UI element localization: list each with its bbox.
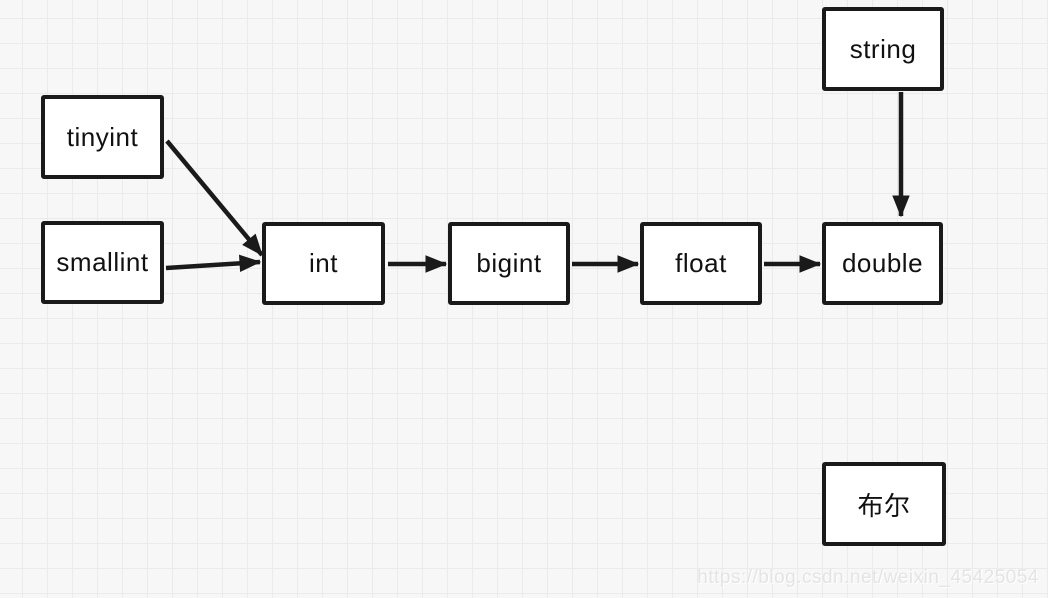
node-double: double [822,222,943,305]
node-float-label: float [675,248,727,278]
node-boolean: 布尔 [822,462,946,546]
node-smallint: smallint [41,221,164,304]
node-string-label: string [849,33,917,64]
node-int: int [262,222,385,305]
node-float: float [640,222,762,305]
node-tinyint: tinyint [41,95,164,179]
node-string: string [822,7,944,91]
node-tinyint-label: tinyint [66,121,139,152]
node-double-label: double [841,248,924,278]
node-boolean-label: 布尔 [857,490,911,521]
node-int-label: int [309,248,338,278]
node-smallint-label: smallint [56,247,149,277]
watermark-url: https://blog.csdn.net/weixin_45425054 [697,567,1039,588]
node-bigint-label: bigint [476,248,542,278]
arrow-tinyint-int [165,139,264,257]
node-bigint: bigint [448,222,570,305]
arrow-smallint-int [165,262,260,268]
